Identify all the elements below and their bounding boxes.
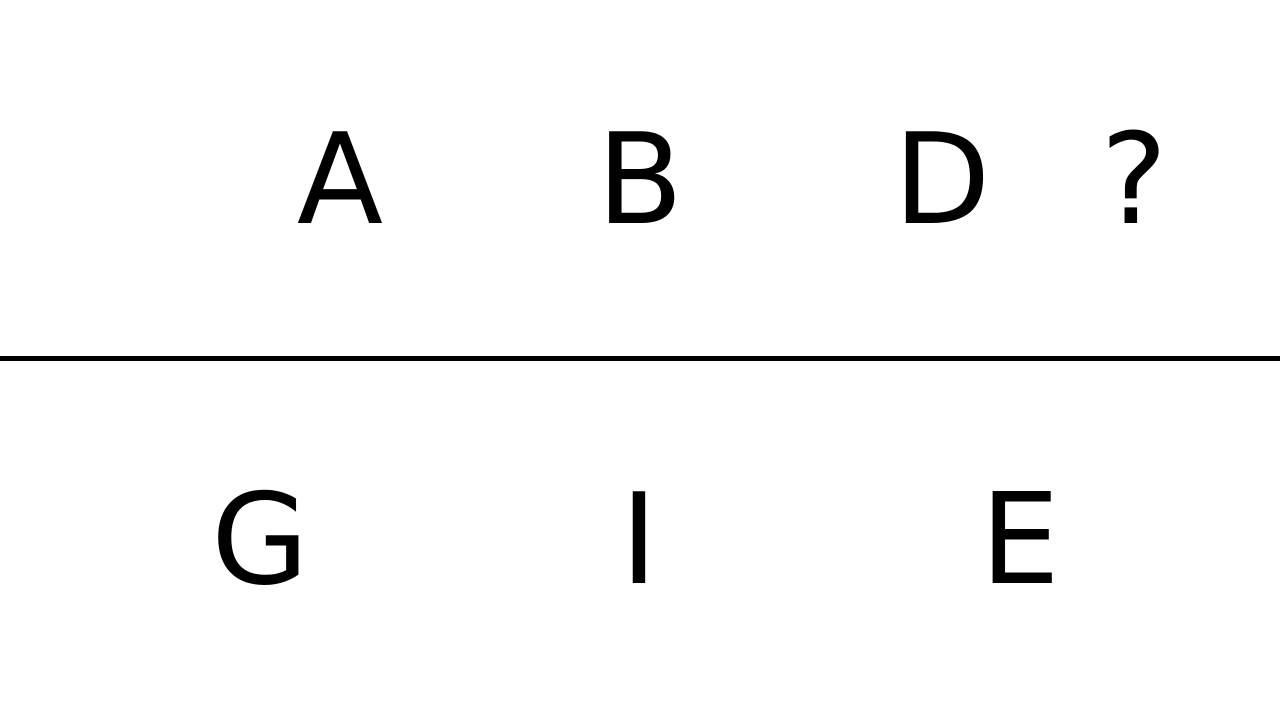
- bottom-letter-e: E: [980, 466, 1060, 613]
- top-letter-d: D: [893, 106, 991, 253]
- top-letter-b: B: [596, 106, 684, 253]
- bottom-letter-g: G: [211, 466, 309, 613]
- top-question-mark: ?: [1100, 106, 1168, 253]
- divider-line: [0, 356, 1280, 361]
- top-letter-a: A: [296, 106, 384, 253]
- bottom-letter-i: I: [620, 466, 658, 613]
